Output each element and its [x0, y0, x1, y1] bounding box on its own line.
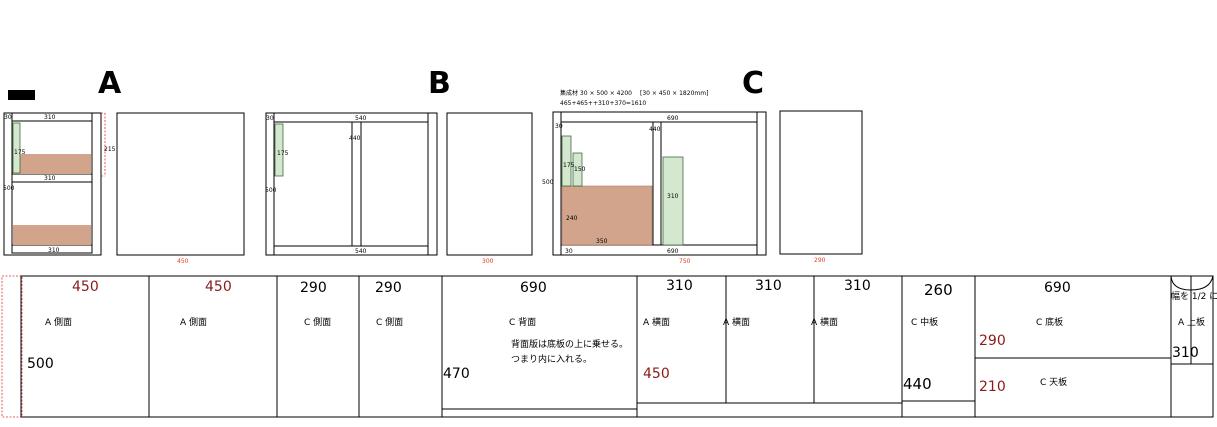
note-line1b: [30 × 450 × 1820mm] — [640, 90, 708, 97]
cut-width: 450 — [205, 279, 232, 295]
cut-note: 背面版は底板の上に乗せる。 — [511, 338, 628, 350]
label-b: B — [428, 66, 451, 101]
cut-name: A 側面 — [45, 316, 72, 328]
dim-bin2: 150 — [574, 166, 586, 173]
bin-piece — [561, 135, 572, 187]
cut-height-2: 210 — [979, 379, 1006, 395]
dim-shelf: 175 — [14, 149, 26, 156]
cut-name-2: C 天板 — [1040, 376, 1067, 388]
cut-height: 440 — [903, 375, 932, 393]
box-c2-width: 290 — [814, 257, 826, 264]
black-marker — [8, 90, 35, 100]
dim-thick: 30 — [4, 114, 12, 121]
label-c: C — [742, 66, 764, 101]
cut-width: 310 — [844, 278, 871, 294]
dim-bottom-mid: 350 — [596, 238, 608, 245]
dashed-marker — [1, 275, 23, 418]
dim-divider: 440 — [649, 126, 661, 133]
dim-bottom-left: 30 — [565, 248, 573, 255]
dim-bin1: 175 — [563, 162, 575, 169]
cabinet-a: 310 310 310 30 500 175 215 — [3, 112, 116, 256]
shelf-piece — [12, 122, 21, 174]
cut-height: 450 — [643, 366, 670, 382]
dim-side: 215 — [104, 146, 116, 153]
cut-name: C 側面 — [304, 316, 331, 328]
note-line2: 465+465++310+370=1610 — [560, 100, 646, 107]
bin-piece — [572, 152, 583, 187]
cut-name: A 横面 — [643, 316, 670, 328]
dim-bottom: 310 — [48, 247, 60, 254]
box-a-width: 450 — [177, 258, 189, 265]
cabinet-b: 540 540 30 500 175 440 — [265, 112, 438, 256]
cabinet-b-outline — [265, 112, 438, 256]
cut-name: C 中板 — [911, 316, 938, 328]
box-b — [446, 112, 533, 256]
cut-name: A 横面 — [811, 316, 838, 328]
wood-fill — [13, 225, 91, 245]
dim-thick: 30 — [266, 115, 274, 122]
cut-note: つまり内に入れる。 — [511, 353, 592, 365]
dim-height: 500 — [3, 185, 15, 192]
dim-thick: 30 — [555, 123, 563, 130]
cut-width-note: 幅を 1/2 に — [1171, 290, 1217, 302]
dim-bottom: 540 — [355, 248, 367, 255]
cut-height: 500 — [27, 356, 54, 372]
dim-divider: 440 — [349, 135, 361, 142]
cut-list-outline — [20, 275, 1214, 418]
cut-height: 310 — [1172, 345, 1199, 361]
shelf-piece — [274, 123, 284, 177]
cut-width: 290 — [375, 280, 402, 296]
cut-width: 290 — [300, 280, 327, 296]
dim-bottom-right: 690 — [667, 248, 679, 255]
cut-width: 310 — [755, 278, 782, 294]
dim-top: 540 — [355, 115, 367, 122]
box-a — [116, 112, 245, 256]
dim-height: 500 — [542, 179, 554, 186]
dim-mid: 310 — [44, 175, 56, 182]
cut-width: 450 — [72, 279, 99, 295]
label-a: A — [98, 66, 122, 101]
note-line1: 集成材 30 × 500 × 4200 — [560, 89, 632, 97]
divider — [351, 121, 362, 247]
cut-width: 690 — [1044, 280, 1071, 296]
cabinet-c: 690 30 500 440 175 150 310 240 30 350 69… — [542, 111, 767, 256]
box-c2 — [779, 110, 863, 255]
cut-width: 260 — [924, 281, 953, 299]
cut-name: C 背面 — [509, 316, 536, 328]
cut-name: C 側面 — [376, 316, 403, 328]
cabinet-c-outline — [552, 111, 767, 256]
cut-list: 450 A 側面 500 450 A 側面 290 C 側面 290 C 側面 … — [1, 275, 1217, 418]
cut-name: A 横面 — [723, 316, 750, 328]
dim-top: 690 — [667, 115, 679, 122]
cut-name: C 底板 — [1036, 316, 1063, 328]
dim-top: 310 — [44, 114, 56, 121]
dim-height: 500 — [265, 187, 277, 194]
cut-width: 310 — [666, 278, 693, 294]
box-c1-width: 750 — [679, 258, 691, 265]
dim-shelf: 175 — [277, 150, 289, 157]
dim-tall: 310 — [667, 193, 679, 200]
cut-width: 690 — [520, 280, 547, 296]
divider — [652, 121, 662, 246]
cut-name: A 側面 — [180, 316, 207, 328]
cut-name: A 上板 — [1178, 316, 1205, 328]
dim-wood: 240 — [566, 215, 578, 222]
wood-fill — [13, 154, 91, 174]
cut-height: 290 — [979, 333, 1006, 349]
tall-piece — [662, 156, 684, 246]
wood-fill — [561, 185, 653, 246]
cut-height: 470 — [443, 366, 470, 382]
box-b-width: 300 — [482, 258, 494, 265]
